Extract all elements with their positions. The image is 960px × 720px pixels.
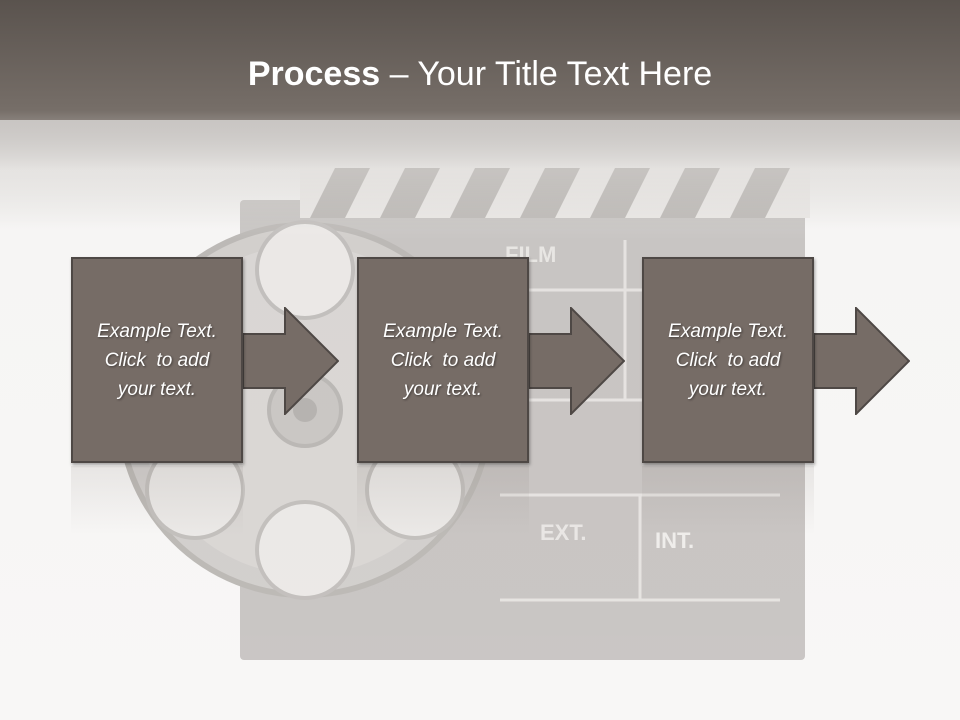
step-text-1[interactable]: Example Text. Click to add your text. — [82, 317, 232, 404]
right-arrow-icon — [243, 307, 339, 415]
step-box-3[interactable]: Example Text. Click to add your text. — [642, 257, 814, 463]
title-bold: Process — [247, 55, 381, 93]
step-text-line: Example Text. — [668, 320, 788, 342]
step-box-2[interactable]: Example Text. Click to add your text. — [357, 257, 529, 463]
title-rest: – Your Title Text Here — [380, 55, 713, 93]
slide-title[interactable]: Process – Your Title Text Here — [0, 52, 960, 96]
step-text-line: your text. — [688, 378, 768, 400]
step-text-line: Example Text. — [383, 320, 503, 342]
clapboard-label-int: INT. — [655, 528, 694, 553]
step-text-3[interactable]: Example Text. Click to add your text. — [653, 317, 803, 404]
box-reflection — [642, 466, 814, 536]
box-reflection — [357, 466, 529, 536]
step-text-line: Click to add — [675, 349, 781, 371]
step-text-line: Example Text. — [97, 320, 217, 342]
step-text-line: Click to add — [104, 349, 210, 371]
box-reflection — [71, 466, 243, 536]
step-text-line: your text. — [117, 378, 197, 400]
step-text-line: your text. — [403, 378, 483, 400]
right-arrow-icon — [529, 307, 625, 415]
step-text-line: Click to add — [390, 349, 496, 371]
step-text-2[interactable]: Example Text. Click to add your text. — [368, 317, 518, 404]
step-box-1[interactable]: Example Text. Click to add your text. — [71, 257, 243, 463]
clapboard-label-ext: EXT. — [540, 520, 586, 545]
right-arrow-icon — [814, 307, 910, 415]
